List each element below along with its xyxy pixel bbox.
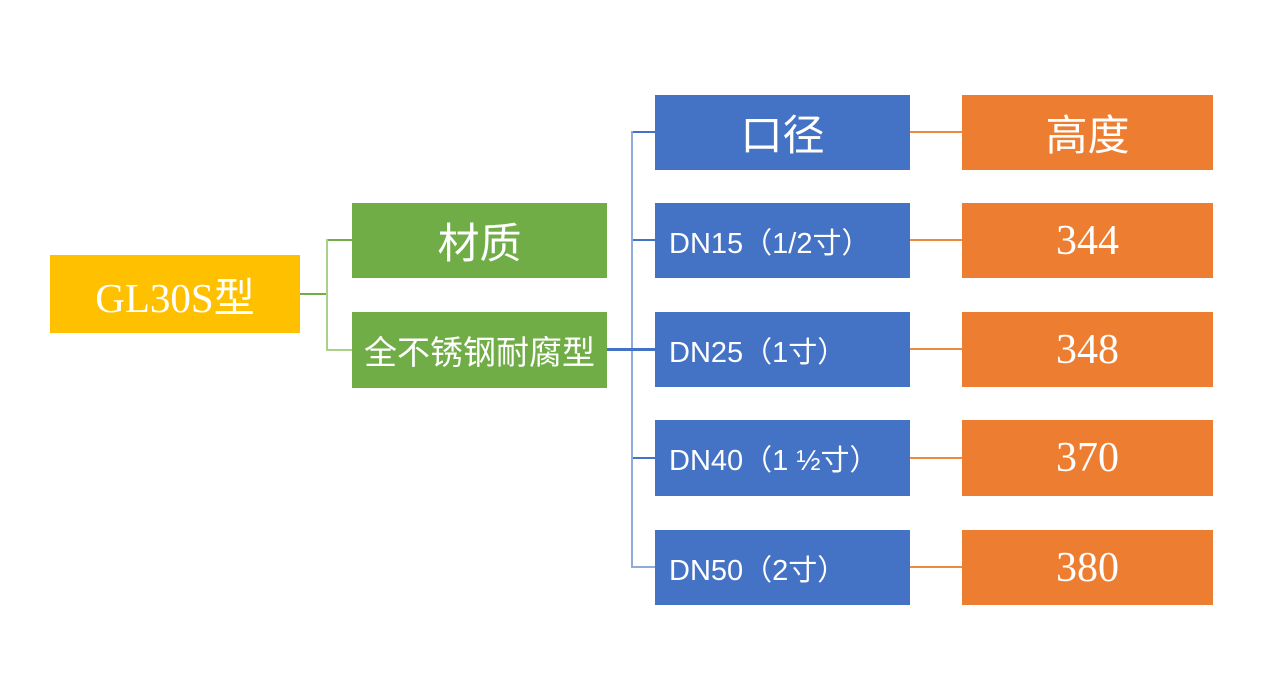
connector-branch-dn50 — [633, 566, 655, 568]
connector-branch-dn40 — [633, 457, 655, 459]
connector-branch-dn15 — [633, 239, 655, 241]
connector-branch-material-value — [328, 349, 352, 351]
connector-branch-diameter-header — [633, 131, 655, 133]
connector-dn15-to-height — [910, 239, 962, 241]
height-cell-dn40: 370 — [962, 420, 1213, 496]
height-cell-dn15: 344 — [962, 203, 1213, 278]
diameter-cell-dn15: DN15（1/2寸） — [655, 203, 910, 278]
connector-material-to-dn25 — [607, 348, 655, 351]
diameter-cell-dn25: DN25（1寸） — [655, 312, 910, 387]
connector-branch-material-header — [328, 239, 352, 241]
root-node: GL30S型 — [50, 255, 300, 333]
connector-dn50-to-height — [910, 566, 962, 568]
height-cell-dn25: 348 — [962, 312, 1213, 387]
diameter-cell-dn40: DN40（1 ½寸） — [655, 420, 910, 496]
height-header-node: 高度 — [962, 95, 1213, 170]
height-cell-dn50: 380 — [962, 530, 1213, 605]
material-header-node: 材质 — [352, 203, 607, 278]
connector-dn25-to-height — [910, 348, 962, 350]
connector-material-bracket — [326, 239, 328, 351]
material-value-node: 全不锈钢耐腐型 — [352, 312, 607, 388]
connector-dn40-to-height — [910, 457, 962, 459]
diameter-header-node: 口径 — [655, 95, 910, 170]
diameter-cell-dn50: DN50（2寸） — [655, 530, 910, 605]
connector-header-to-height — [910, 131, 962, 133]
connector-root-to-bracket — [300, 293, 327, 295]
